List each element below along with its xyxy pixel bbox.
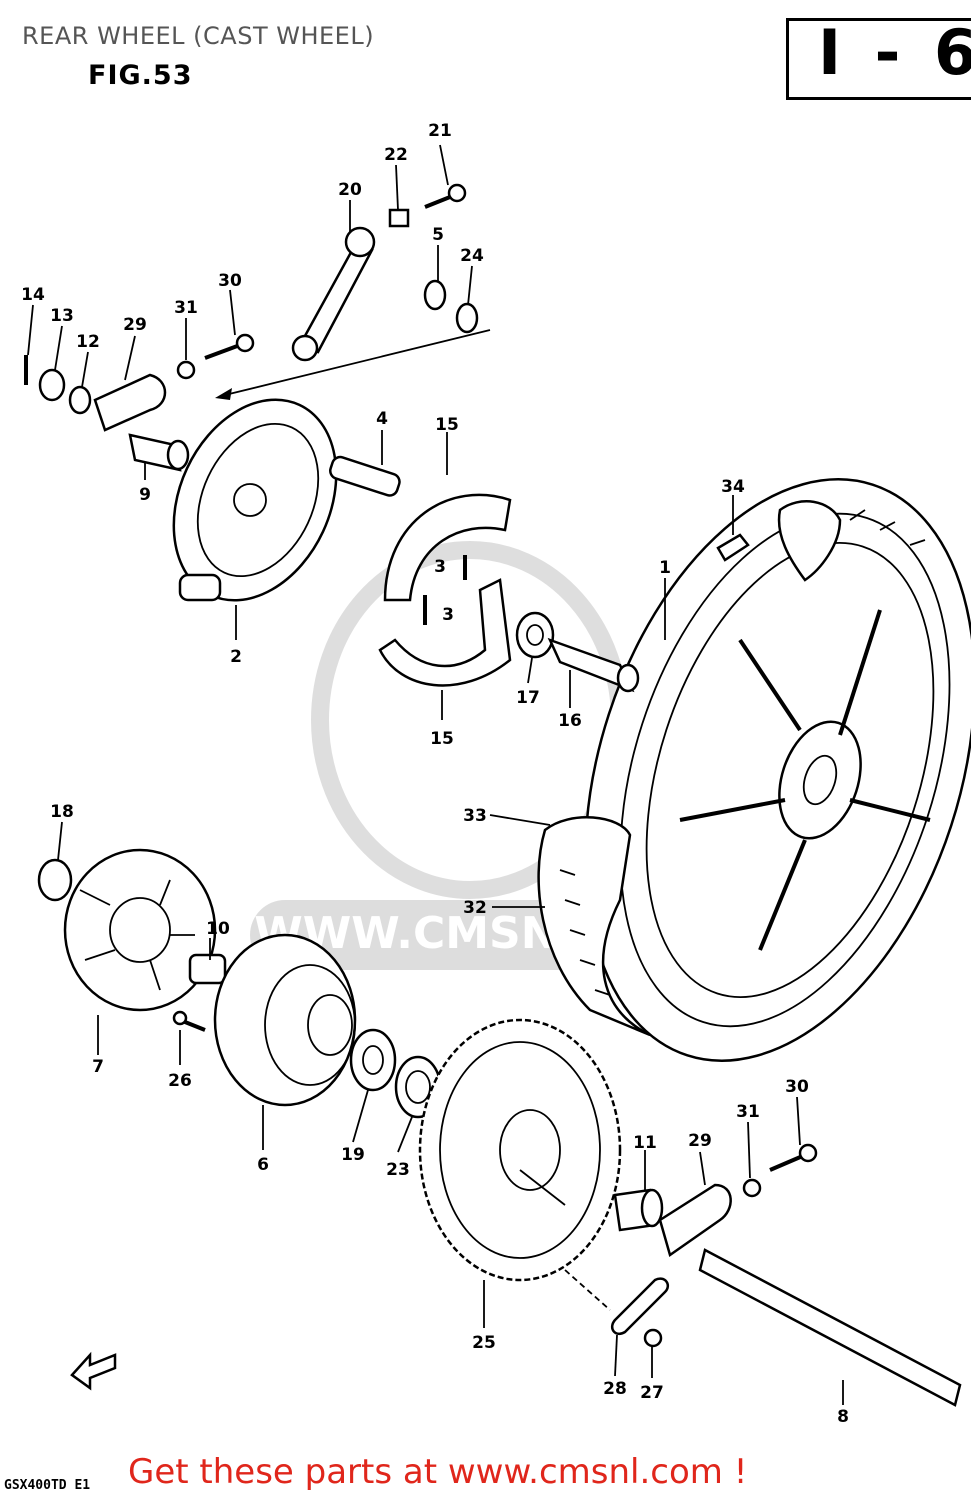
nut-31-right [742,1178,762,1198]
callout-16: 16 [558,711,582,731]
callout-12: 12 [76,332,100,352]
callout-15: 15 [430,729,454,749]
wheel-bearing-17 [515,611,555,659]
callout-23: 23 [386,1160,410,1180]
callout-27: 27 [640,1383,664,1403]
callout-18: 18 [50,802,74,822]
bolt-26 [172,1010,206,1032]
callout-33: 33 [463,806,487,826]
callout-8: 8 [837,1407,849,1427]
callout-29: 29 [123,315,147,335]
rear-wheel [537,478,971,1062]
cush-drive-damper [63,848,217,1012]
section-box [786,18,971,100]
callout-13: 13 [50,306,74,326]
callout-28: 28 [603,1379,627,1399]
callout-labels: 1 2 3 3 4 5 6 7 8 9 10 11 12 13 14 15 15… [21,121,849,1427]
lock-washer-28 [610,1277,670,1336]
callout-1: 1 [659,558,671,578]
callout-19: 19 [341,1145,365,1165]
assembly-guide [215,329,491,400]
bolt-21 [424,183,467,209]
callout-32: 32 [463,898,487,918]
bolt-30-left [204,333,255,360]
bolt-30-right [769,1143,818,1172]
callout-31: 31 [174,298,198,318]
callout-15: 15 [435,415,459,435]
chain-adjuster-29-right [658,1183,732,1258]
tyre-tread-marks [559,509,926,996]
brake-cam [329,455,401,497]
callout-3: 3 [442,605,454,625]
nut-24 [455,302,479,334]
parts-link[interactable]: Get these parts at www.cmsnl.com ! [128,1452,748,1492]
nut-27 [643,1328,663,1348]
bearing-19 [349,1028,397,1092]
nut-13 [38,368,66,402]
brake-shoe-lower [378,578,512,687]
callout-21: 21 [428,121,452,141]
callout-5: 5 [432,225,444,245]
section-code: I - 6 [818,16,971,89]
callout-6: 6 [257,1155,269,1175]
callout-22: 22 [384,145,408,165]
callout-3: 3 [434,557,446,577]
callout-24: 24 [460,246,484,266]
callout-30: 30 [218,271,242,291]
callout-25: 25 [472,1333,496,1353]
callout-9: 9 [139,485,151,505]
leader-lines [27,144,844,1405]
callout-31: 31 [736,1102,760,1122]
rear-axle [698,1248,962,1407]
spacer-11 [613,1188,664,1232]
callout-26: 26 [168,1071,192,1091]
spacer-9 [128,433,190,472]
callout-17: 17 [516,688,540,708]
callout-14: 14 [21,285,45,305]
brake-shoe-upper [383,493,512,602]
front-arrow-icon [70,1351,117,1391]
chain-adjuster-29-left [93,373,167,432]
callout-11: 11 [633,1133,657,1153]
sprocket-drum [213,933,357,1107]
washer-5 [423,279,447,311]
bushing-10 [188,953,227,985]
callout-29: 29 [688,1131,712,1151]
balance-weight-34 [716,533,750,562]
brake-panel [172,398,338,602]
spacer-16 [547,637,640,693]
model-code: GSX400TD E1 [4,1478,91,1493]
callout-2: 2 [230,647,242,667]
washer-12 [68,385,92,415]
page-title: REAR WHEEL (CAST WHEEL) [22,22,375,50]
callout-7: 7 [92,1057,104,1077]
nut-22 [388,208,410,228]
figure-label: FIG.53 [88,60,193,91]
callout-10: 10 [206,919,230,939]
callout-30: 30 [785,1077,809,1097]
bearing-18 [37,858,73,902]
callout-4: 4 [376,409,388,429]
nut-31-left [176,360,196,380]
callout-20: 20 [338,180,362,200]
callout-34: 34 [721,477,745,497]
torque-link [291,226,376,362]
rear-sprocket [418,1018,622,1282]
